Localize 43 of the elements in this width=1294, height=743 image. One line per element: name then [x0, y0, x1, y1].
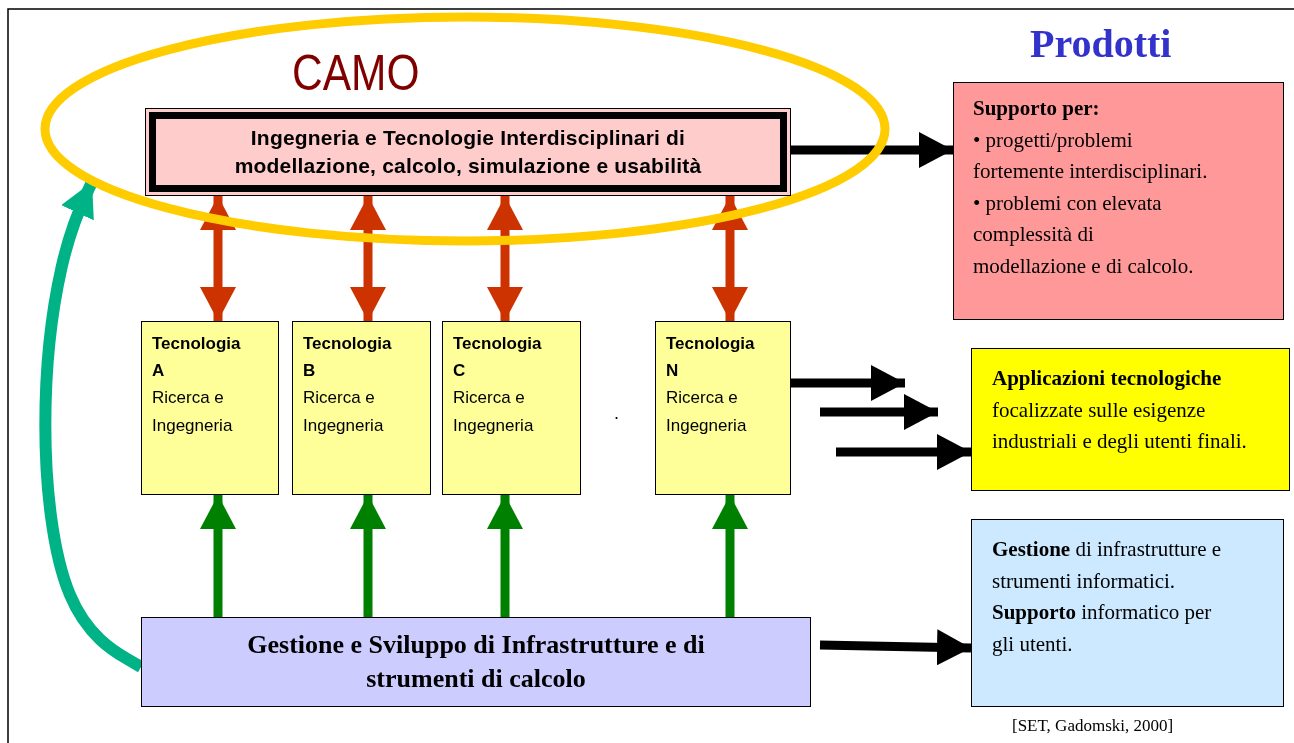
technology-title: Tecnologia B	[303, 333, 393, 383]
arrow	[820, 394, 938, 430]
double-arrow	[487, 196, 523, 321]
separator-dot: .	[614, 403, 619, 425]
technology-box	[442, 321, 581, 495]
technology-description: Ricerca e Ingegneria	[666, 387, 748, 437]
arrow	[712, 495, 748, 617]
arrow	[819, 629, 972, 666]
infrastructure-box	[141, 617, 811, 707]
technology-description: Ricerca e Ingegneria	[453, 387, 535, 437]
arrow	[791, 365, 905, 401]
description-text: Supporto informatico per gli utenti.	[992, 599, 1213, 658]
technology-box	[292, 321, 431, 495]
source-citation: [SET, Gadomski, 2000]	[1012, 716, 1174, 737]
technology-description: Ricerca e Ingegneria	[152, 387, 234, 437]
description-text: • problemi con elevata complessità di modellazione e di calcolo.	[973, 189, 1195, 280]
description-text: Gestione di infrastrutture e strumenti informatici.	[992, 536, 1223, 595]
technology-box	[655, 321, 791, 495]
heading-text: Ingegneria e Tecnologie Interdisciplinari di modellazione, calcolo, simulazione e usabilità	[233, 124, 703, 179]
double-arrow	[712, 196, 748, 321]
camo-ellipse	[40, 12, 890, 246]
description-text: Applicazioni tecnologiche focalizzate sulle esigenze industriali e degli utenti finali.	[992, 365, 1247, 455]
product-box	[971, 348, 1290, 491]
main-topic-box	[145, 108, 791, 196]
technology-box	[141, 321, 279, 495]
diagram-name: CAMO	[292, 48, 420, 98]
technology-title: Tecnologia A	[152, 333, 242, 383]
arrow	[200, 495, 236, 617]
column-title: Prodotti	[1030, 20, 1172, 67]
product-box	[971, 519, 1284, 707]
double-arrow	[200, 196, 236, 321]
arrow	[487, 495, 523, 617]
technology-description: Ricerca e Ingegneria	[303, 387, 385, 437]
heading-text: Gestione e Sviluppo di Infrastrutture e di strumenti di calcolo	[246, 629, 706, 695]
box-heading: Supporto per:	[973, 95, 1101, 122]
technology-title: Tecnologia N	[666, 333, 756, 383]
technology-title: Tecnologia C	[453, 333, 543, 383]
product-box	[953, 82, 1284, 320]
double-arrow	[350, 196, 386, 321]
description-text: • progetti/problemi fortemente interdisciplinari.	[973, 126, 1209, 185]
arrow	[791, 132, 953, 168]
arrow	[350, 495, 386, 617]
arrow	[836, 434, 971, 470]
